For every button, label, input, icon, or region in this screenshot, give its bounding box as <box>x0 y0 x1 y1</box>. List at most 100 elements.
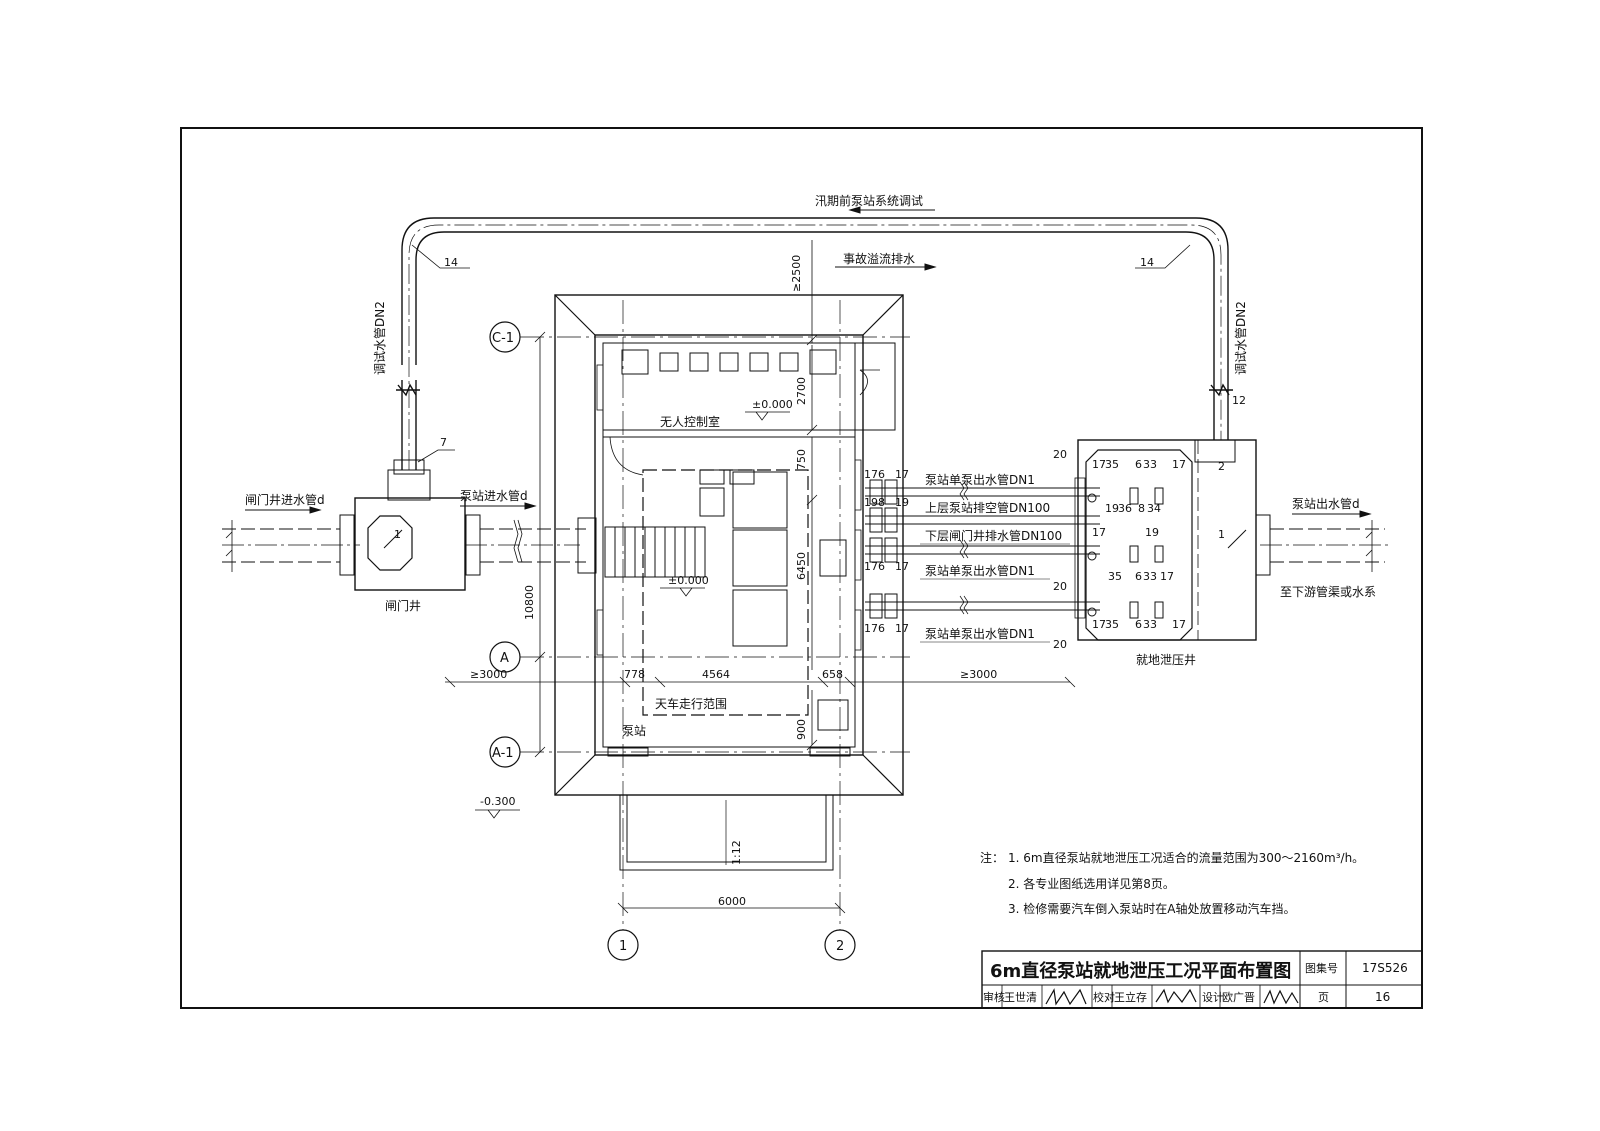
elev-label-3: -0.300 <box>480 795 515 808</box>
dim-2700: 2700 <box>795 377 808 405</box>
tag-17-3: 17 <box>895 560 909 573</box>
elev-mark-3 <box>475 809 520 819</box>
tag-r1-6: 6 <box>1135 458 1142 471</box>
tag-r5-6: 6 <box>1135 618 1142 631</box>
dim-778: 778 <box>624 668 645 681</box>
tag-r2-34: 34 <box>1147 502 1161 515</box>
page-label: 页 <box>1318 991 1329 1004</box>
elev-mark-2 <box>660 587 705 597</box>
svg-text:调试水管DN2: 调试水管DN2 <box>1233 301 1248 375</box>
pipe-label-5: 泵站单泵出水管DN1 <box>925 626 1035 641</box>
tag-r3-17: 17 <box>1092 526 1106 539</box>
designer-name: 欧广晋 <box>1222 991 1255 1004</box>
pipe-label-4: 泵站单泵出水管DN1 <box>925 563 1035 578</box>
relief-well-label: 就地泄压井 <box>1136 653 1196 667</box>
dim-6450: 6450 <box>795 552 808 580</box>
notes-head: 注： <box>980 850 1004 865</box>
top-pipe-label: 汛期前泵站系统调试 <box>815 193 923 208</box>
dim-4564: 4564 <box>702 668 730 681</box>
tag-19: 19 <box>895 496 909 509</box>
page-no: 16 <box>1375 990 1390 1004</box>
checker-signature <box>1155 988 1197 1004</box>
tag-r4-6: 6 <box>1135 570 1142 583</box>
svg-text:10800: 10800 <box>523 585 536 620</box>
axis-1-label: 1 <box>619 939 627 954</box>
tag-r4-33: 33 <box>1143 570 1157 583</box>
tag-1-relief: 1 <box>1218 528 1225 541</box>
tag-176-2: 176 <box>864 560 885 573</box>
top-flow-arrow <box>848 206 935 214</box>
pipe-label-2: 上层泵站排空管DN100 <box>925 500 1050 515</box>
svg-text:6450: 6450 <box>795 552 808 580</box>
tag-7: 7 <box>440 436 447 449</box>
tag-r2-8: 8 <box>1138 502 1145 515</box>
reviewer-signature <box>1045 988 1087 1006</box>
station-label: 泵站 <box>622 724 646 738</box>
designer-signature <box>1263 989 1299 1005</box>
overflow-label: 事故溢流排水 <box>843 251 915 266</box>
tag-r1-17a: 17 <box>1092 458 1106 471</box>
gate-well <box>339 459 481 591</box>
dim-900: 900 <box>795 719 808 740</box>
sheet-border <box>180 127 1423 1009</box>
drawing-title: 6m直径泵站就地泄压工况平面布置图 <box>990 960 1291 982</box>
tag-r5-17b: 17 <box>1172 618 1186 631</box>
tag-r3-19: 19 <box>1145 526 1159 539</box>
outlet-arrow <box>1292 510 1372 518</box>
dim-750: 750 <box>795 449 808 470</box>
tag-176-1: 176 <box>864 468 885 481</box>
tag-2: 2 <box>1218 460 1225 473</box>
elev-label-1: ±0.000 <box>752 398 793 411</box>
axis-a-bubble <box>489 641 521 673</box>
elev-mark-1 <box>745 411 790 421</box>
tag-20-2: 20 <box>1053 580 1067 593</box>
tag-r1-35: 35 <box>1105 458 1119 471</box>
axis-2-label: 2 <box>836 939 844 954</box>
axis-c1-label: C-1 <box>492 331 514 346</box>
leader-14-right <box>1135 244 1191 269</box>
control-room-label: 无人控制室 <box>660 414 720 429</box>
axis-a1-label: A-1 <box>492 746 514 761</box>
downstream-label: 至下游管渠或水系 <box>1280 584 1376 599</box>
tag-198: 198 <box>864 496 885 509</box>
gate-inlet-arrow <box>245 506 322 514</box>
title-block <box>981 950 1423 1009</box>
check-label: 校对 <box>1093 990 1115 1004</box>
dimension-lines <box>444 240 1076 914</box>
tag-176-3: 176 <box>864 622 885 635</box>
note-3: 3. 检修需要汽车倒入泵站时在A轴处放置移动汽车挡。 <box>1008 901 1295 916</box>
tag-r1-33: 33 <box>1143 458 1157 471</box>
tag-12: 12 <box>1232 394 1246 407</box>
svg-text:2700: 2700 <box>795 377 808 405</box>
atlas-no: 17S526 <box>1362 961 1408 975</box>
gate-well-label: 闸门井 <box>385 598 421 613</box>
tag-r5-35: 35 <box>1105 618 1119 631</box>
pipe-label-1: 泵站单泵出水管DN1 <box>925 472 1035 487</box>
svg-text:750: 750 <box>795 449 808 470</box>
dim-3000-right: ≥3000 <box>960 668 997 681</box>
dim-658: 658 <box>822 668 843 681</box>
dim-2500: ≥2500 <box>790 255 803 292</box>
axis-1-bubble <box>607 929 639 961</box>
dim-3000-left: ≥3000 <box>470 668 507 681</box>
axis-c1-bubble <box>489 321 521 353</box>
atlas-label: 图集号 <box>1305 961 1338 975</box>
pipe-label-3: 下层闸门井排水管DN100 <box>925 528 1062 543</box>
leader-7 <box>417 449 455 463</box>
svg-text:调试水管DN2: 调试水管DN2 <box>372 301 387 375</box>
checker-name: 王立存 <box>1114 990 1147 1004</box>
elev-label-2: ±0.000 <box>668 574 709 587</box>
crane-label: 天车走行范围 <box>655 696 727 711</box>
tag-r2-19: 19 <box>1105 502 1119 515</box>
reviewer-name: 王世清 <box>1004 991 1037 1004</box>
tag-r1-17b: 17 <box>1172 458 1186 471</box>
debug-pipe-left-label: 调试水管DN2 <box>372 301 387 375</box>
debug-pipe-loop <box>396 217 1233 470</box>
slope-label: 1:12 <box>730 840 743 865</box>
tag-1-gate: 1 <box>394 528 401 541</box>
tag-r5-33: 33 <box>1143 618 1157 631</box>
dim-10800: 10800 <box>523 585 536 620</box>
tag-r4-35: 35 <box>1108 570 1122 583</box>
tag-14-left: 14 <box>444 256 458 269</box>
